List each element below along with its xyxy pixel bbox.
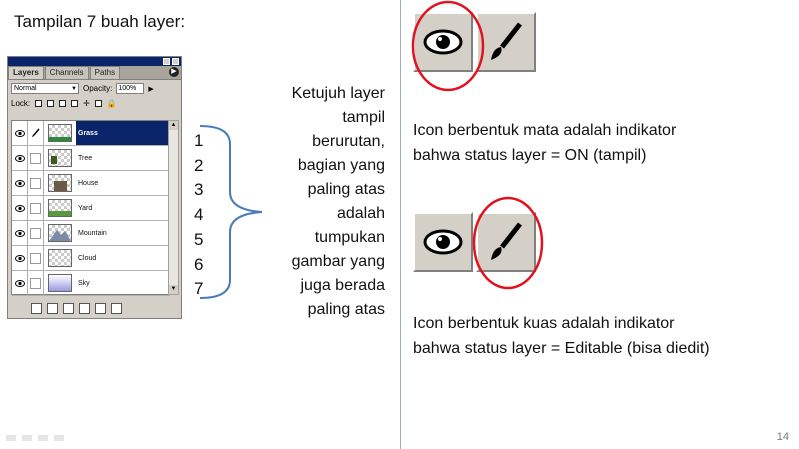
highlight-circle	[472, 196, 544, 290]
eye-icon[interactable]	[12, 146, 28, 170]
trash-icon[interactable]	[111, 302, 122, 314]
layer-name: Cloud	[78, 254, 97, 262]
minimize-icon[interactable]	[163, 58, 170, 65]
lock-image-icon[interactable]	[47, 100, 55, 107]
layer-row[interactable]: House	[12, 171, 170, 196]
eye-icon[interactable]	[12, 171, 28, 195]
layer-number-list: 1 2 3 4 5 6 7	[194, 129, 203, 302]
layer-row[interactable]: Cloud	[12, 246, 170, 271]
lock-transparency-icon[interactable]	[35, 100, 43, 107]
slide-title: Tampilan 7 buah layer:	[14, 12, 186, 31]
layer-name: Sky	[78, 279, 90, 287]
layer-name: Grass	[76, 121, 170, 145]
blend-mode-value: Normal	[14, 85, 37, 92]
layer-row[interactable]: Yard	[12, 196, 170, 221]
eye-icon[interactable]	[12, 196, 28, 220]
eye-icon[interactable]	[12, 221, 28, 245]
highlight-circle	[411, 0, 485, 92]
layer-row[interactable]: Sky	[12, 271, 170, 296]
brush-slot[interactable]	[28, 246, 44, 270]
tab-paths[interactable]: Paths	[89, 66, 121, 79]
scroll-up-icon[interactable]: ▲	[169, 121, 178, 130]
brush-slot[interactable]	[28, 271, 44, 295]
panel-bottom-toolbar	[11, 301, 178, 315]
layer-name: Mountain	[78, 229, 107, 237]
brush-slot[interactable]	[28, 221, 44, 245]
icon-pair-eye-highlight	[413, 12, 539, 72]
caption-eye: Icon berbentuk mata adalah indikator bah…	[413, 122, 677, 164]
layer-name: Yard	[78, 204, 93, 212]
opacity-arrow-icon[interactable]: ▶	[148, 85, 154, 93]
tab-layers[interactable]: Layers	[8, 66, 44, 79]
layer-row[interactable]: Grass	[12, 121, 170, 146]
layer-name: Tree	[78, 154, 93, 162]
mask-icon[interactable]	[47, 302, 58, 314]
panel-titlebar	[8, 57, 181, 66]
layer-style-icon[interactable]	[31, 302, 42, 314]
icon-pair-brush-highlight	[413, 212, 539, 272]
panel-tabs: Layers Channels Paths ▶	[8, 66, 181, 80]
layer-thumbnail	[48, 224, 72, 242]
layer-number: 3	[194, 180, 204, 200]
lock-all-icon[interactable]	[94, 100, 102, 107]
layer-thumbnail	[48, 199, 72, 217]
brush-icon[interactable]	[28, 121, 44, 145]
layer-thumbnail	[48, 274, 72, 292]
layer-number: 4	[194, 205, 204, 225]
eye-icon	[413, 12, 473, 72]
layer-row[interactable]: Mountain	[12, 221, 170, 246]
brush-icon	[476, 212, 536, 272]
layer-number: 2	[194, 155, 204, 175]
layer-row[interactable]: Tree	[12, 146, 170, 171]
tab-channels[interactable]: Channels	[44, 66, 89, 79]
layer-thumbnail	[48, 124, 72, 142]
new-layer-icon[interactable]	[95, 302, 106, 314]
brush-icon	[476, 12, 536, 72]
panel-menu-icon[interactable]: ▶	[169, 67, 179, 77]
layer-name: House	[78, 179, 99, 187]
eye-icon[interactable]	[12, 121, 28, 145]
layer-number: 6	[194, 254, 204, 274]
adjustment-icon[interactable]	[79, 302, 90, 314]
lock-label: Lock:	[11, 99, 31, 108]
folder-icon[interactable]	[63, 302, 74, 314]
chevron-down-icon: ▼	[71, 86, 77, 92]
brush-slot[interactable]	[28, 196, 44, 220]
lock-brush-icon[interactable]	[59, 100, 67, 107]
next-slide-icon[interactable]	[54, 435, 64, 441]
layer-thumbnail	[48, 249, 72, 267]
slide-nav-controls[interactable]	[6, 435, 64, 441]
layer-number: 5	[194, 229, 204, 249]
close-icon[interactable]	[172, 58, 179, 65]
lock-position-icon[interactable]	[71, 100, 79, 107]
pen-icon[interactable]	[22, 435, 32, 441]
eye-icon[interactable]	[12, 246, 28, 270]
layer-list: Grass Tree House Yard Mountain	[11, 120, 171, 296]
brush-slot[interactable]	[28, 171, 44, 195]
opacity-label: Opacity:	[83, 84, 113, 93]
layer-number: 7	[194, 279, 204, 299]
layers-panel: Layers Channels Paths ▶ Normal ▼ Opacity…	[7, 56, 182, 319]
slide-divider	[400, 0, 401, 449]
blend-mode-select[interactable]: Normal ▼	[11, 83, 79, 94]
layer-number: 1	[194, 131, 204, 150]
page-number: 14	[776, 431, 789, 443]
layer-thumbnail	[48, 174, 72, 192]
layer-thumbnail	[48, 149, 72, 167]
layer-description: Ketujuh layer tampil berurutan, bagian y…	[291, 85, 385, 318]
prev-slide-icon[interactable]	[6, 435, 16, 441]
menu-icon[interactable]	[38, 435, 48, 441]
caption-brush: Icon berbentuk kuas adalah indikator bah…	[413, 315, 710, 357]
move-icon[interactable]: ✛	[83, 99, 90, 108]
layer-scrollbar[interactable]: ▲ ▼	[168, 120, 179, 295]
padlock-icon[interactable]: 🔒	[106, 99, 117, 108]
eye-icon[interactable]	[12, 271, 28, 295]
scroll-down-icon[interactable]: ▼	[169, 285, 178, 294]
eye-icon	[413, 212, 473, 272]
right-brace	[200, 125, 263, 299]
opacity-input[interactable]: 100%	[116, 83, 145, 94]
brush-slot[interactable]	[28, 146, 44, 170]
